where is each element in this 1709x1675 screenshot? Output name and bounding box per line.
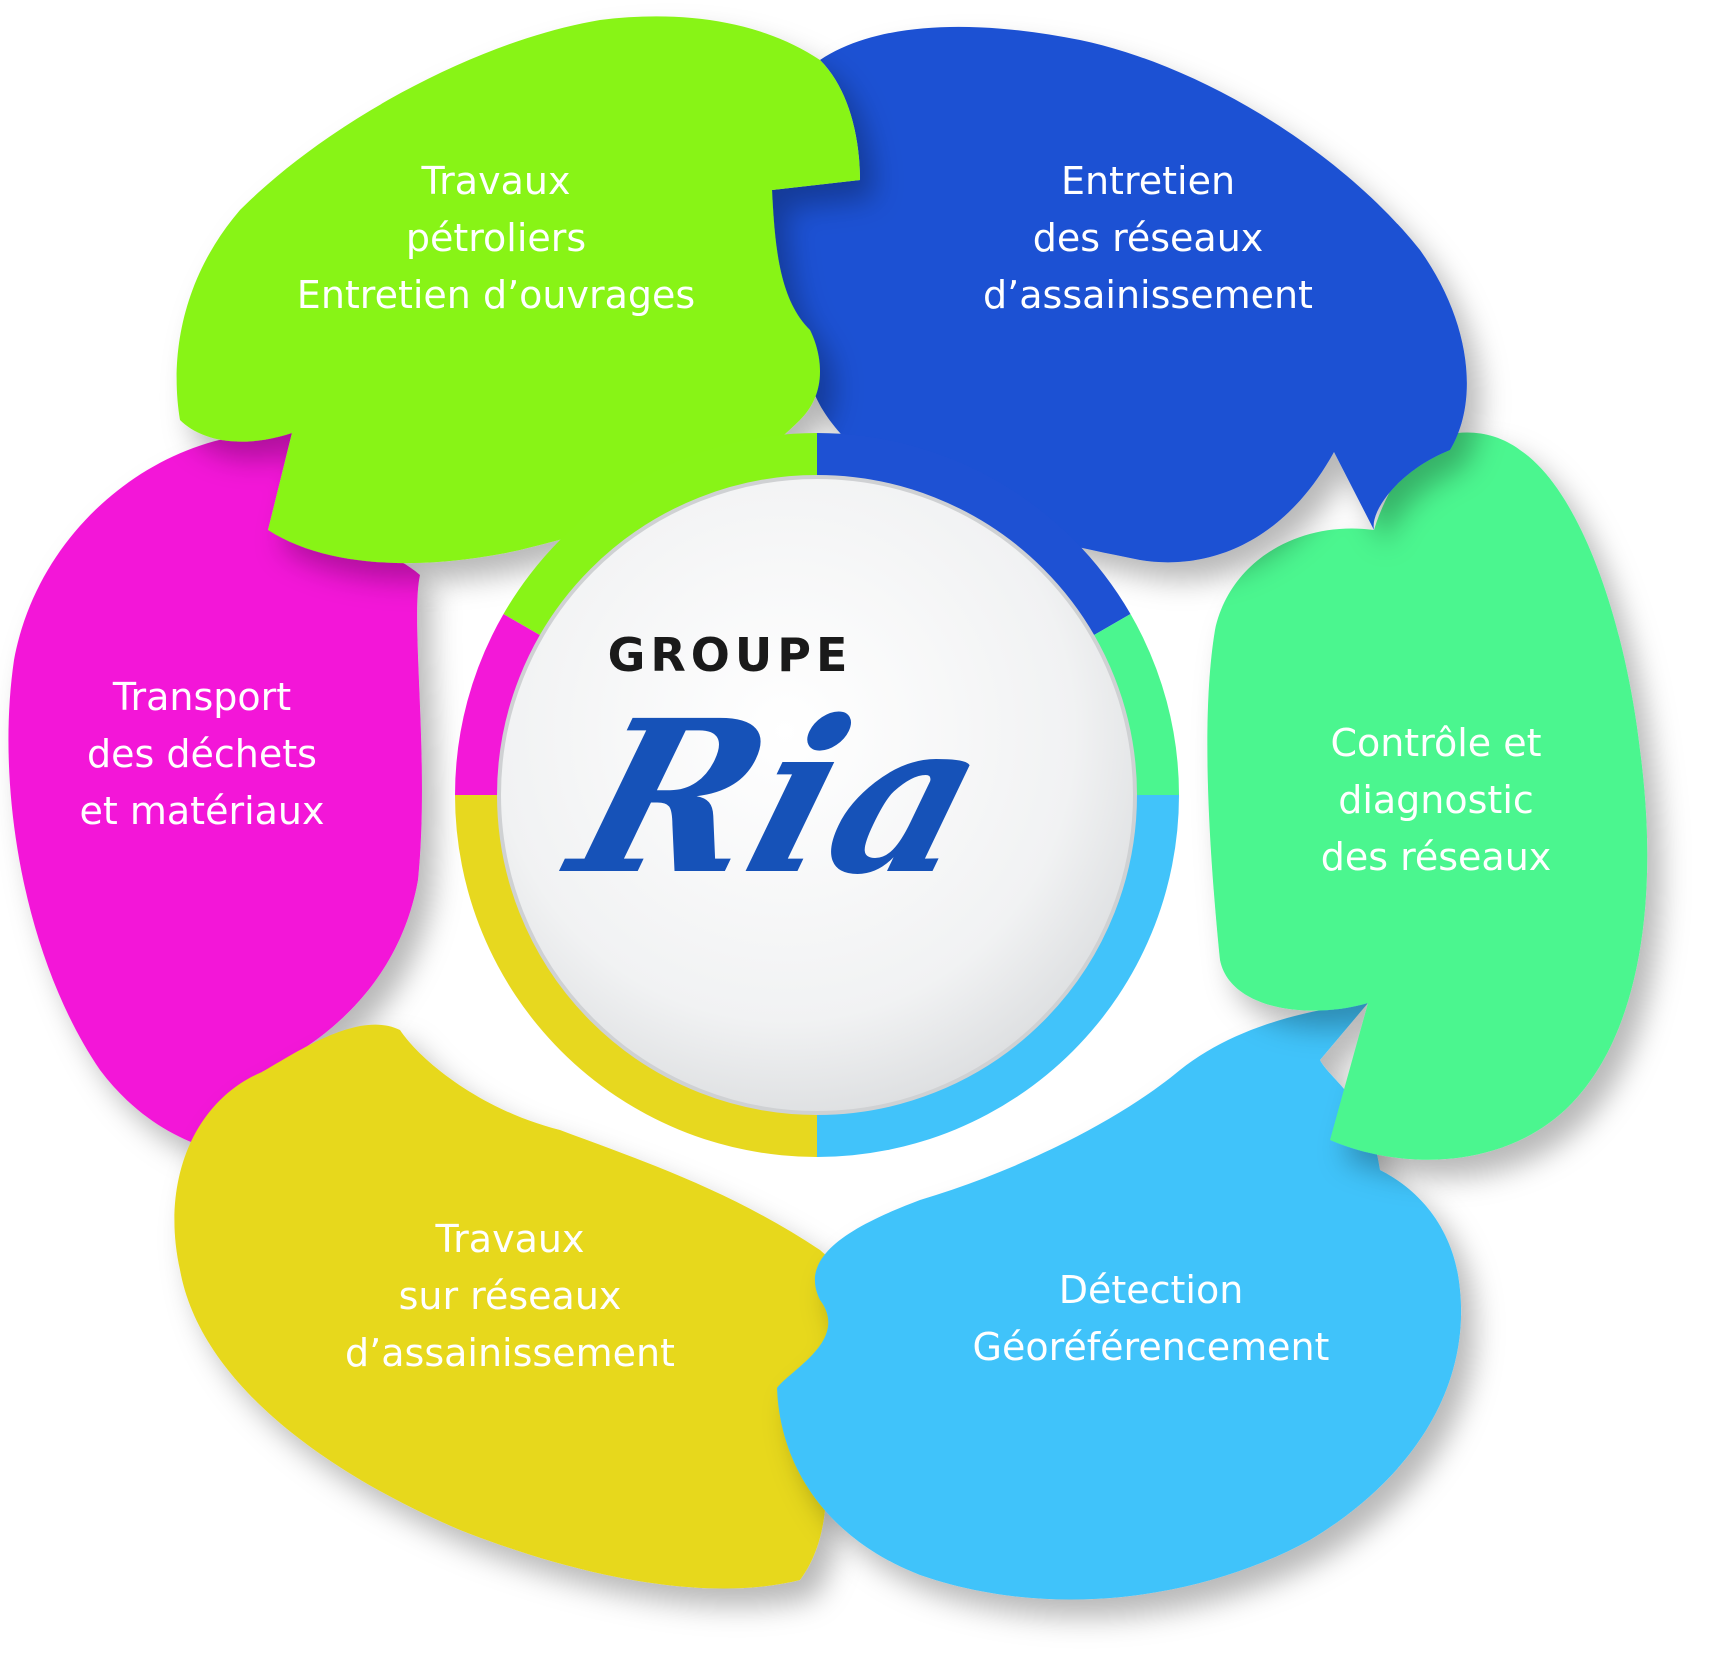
segment-line: des réseaux <box>1320 835 1552 879</box>
segment-line: des réseaux <box>1032 216 1264 260</box>
ring-arc-sky <box>817 795 1179 1157</box>
segment-line: Géoréférencement <box>972 1325 1330 1369</box>
segment-line: Travaux <box>421 159 571 203</box>
petal-sky <box>777 1003 1462 1600</box>
segment-label-pink: Transport des déchets et matériaux <box>80 669 325 840</box>
segment-line: sur réseaux <box>398 1274 622 1318</box>
segment-line: pétroliers <box>405 216 587 260</box>
ring-arc-yellow <box>455 795 817 1157</box>
segment-line: Détection <box>1058 1268 1244 1312</box>
segment-line: Entretien <box>1060 159 1236 203</box>
petal-pink <box>8 432 422 1158</box>
segment-line: des déchets <box>87 732 317 776</box>
brand-logo-text: Ria <box>549 674 1011 921</box>
segment-line: d’assainissement <box>345 1331 675 1375</box>
petal-blue <box>771 26 1467 563</box>
ring-arc-pink <box>455 614 542 795</box>
petal-mint <box>1207 432 1648 1160</box>
brand-prefix: GROUPE <box>607 628 853 682</box>
segment-line: Travaux <box>435 1217 585 1261</box>
segment-line: Entretien d’ouvrages <box>296 273 696 317</box>
ring-arc-green <box>503 433 817 636</box>
segment-label-green: Travaux pétroliers Entretien d’ouvrages <box>297 153 695 324</box>
segment-label-yellow: Travaux sur réseaux d’assainissement <box>345 1211 675 1382</box>
ring-arc-blue <box>817 433 1131 636</box>
petal-yellow <box>174 1024 868 1589</box>
segment-label-sky: Détection Géoréférencement <box>973 1262 1330 1376</box>
segment-line: diagnostic <box>1338 778 1534 822</box>
segment-line: Contrôle et <box>1330 721 1542 765</box>
segment-label-mint: Contrôle et diagnostic des réseaux <box>1321 715 1552 886</box>
segment-line: d’assainissement <box>983 273 1313 317</box>
ring-arc-mint <box>1092 614 1179 795</box>
segment-line: Transport <box>112 675 292 719</box>
segment-line: et matériaux <box>79 789 325 833</box>
center-disc <box>497 475 1137 1115</box>
center-ring <box>455 433 1179 1157</box>
petal-green <box>176 16 860 564</box>
segment-label-blue: Entretien des réseaux d’assainissement <box>983 153 1313 324</box>
